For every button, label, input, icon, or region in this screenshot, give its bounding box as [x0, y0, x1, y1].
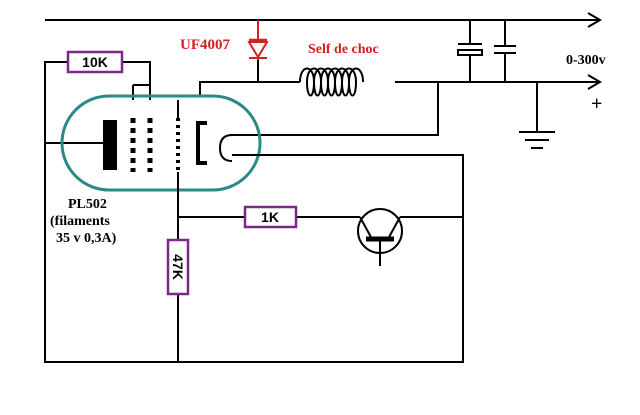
capacitor-icon — [457, 20, 483, 82]
cathode-wiring — [44, 143, 464, 363]
polarity-label: + — [591, 93, 602, 115]
resistor-10k-label: 10K — [82, 54, 108, 70]
grid-wiring — [177, 172, 463, 362]
choke-label: Self de choc — [308, 42, 379, 57]
output-rail — [438, 74, 602, 90]
tube-envelope — [60, 94, 262, 192]
tube-internals — [103, 100, 233, 172]
voltage-label: 0-300v — [566, 53, 606, 68]
screen-wiring — [44, 61, 151, 144]
transistor-icon — [357, 208, 403, 266]
tube-name-label: PL502 — [68, 197, 107, 212]
inductor-icon — [299, 67, 364, 97]
resistor-1k: 1K — [243, 205, 298, 229]
ground-icon — [519, 82, 555, 149]
tube-note-line1: (filaments — [50, 214, 110, 229]
diode-label: UF4007 — [180, 37, 230, 53]
resistor-47k-label: 47K — [170, 254, 186, 280]
capacitor-icon — [494, 20, 516, 82]
resistor-1k-label: 1K — [261, 209, 279, 225]
resistor-47k: 47K — [166, 238, 190, 296]
top-rail — [45, 12, 602, 28]
resistor-10k: 10K — [66, 50, 124, 74]
choke-wiring — [199, 60, 439, 136]
tube-note-line2: 35 v 0,3A) — [56, 231, 117, 246]
